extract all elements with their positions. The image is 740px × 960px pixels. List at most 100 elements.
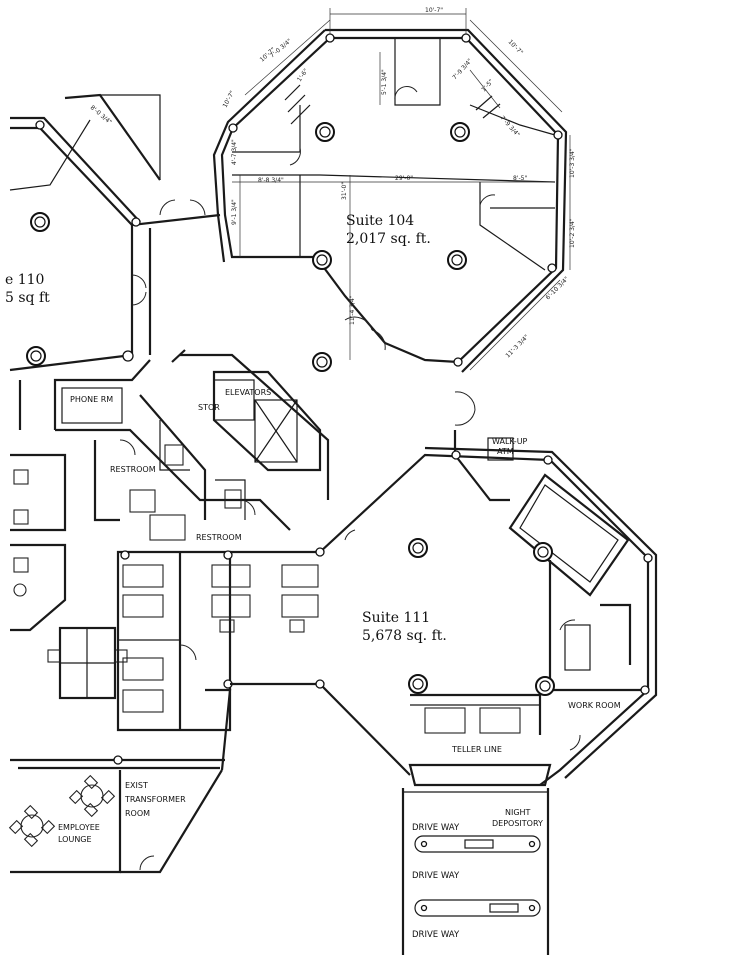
suite-110-hatch (100, 94, 161, 180)
door (131, 291, 147, 306)
chair (47, 649, 61, 663)
stor-label: STOR (198, 403, 220, 412)
bollard (420, 904, 428, 912)
dim-j: 8'-5" (513, 175, 527, 182)
suite-104-partition (469, 104, 556, 136)
suite-111-outer (424, 446, 658, 779)
dim-q: 11'-4 3/4" (349, 295, 356, 325)
offices-block (116, 550, 232, 732)
dim-k: 31'-0" (341, 182, 348, 200)
suite-111-name: Suite 111 (362, 610, 430, 626)
dim-d: 7'-9 3/4" (451, 57, 474, 81)
suite-104-columns (228, 33, 563, 372)
desk (122, 594, 164, 618)
suite-111-outline (230, 682, 411, 776)
suite-110-area: 5 sq ft (5, 290, 50, 306)
chair (13, 509, 29, 525)
dim-n: 10'-2 3/4" (569, 218, 576, 248)
drive-way-3: DRIVE WAY (412, 930, 460, 940)
door (569, 734, 581, 751)
elevator-car (254, 399, 298, 463)
node (315, 547, 325, 557)
core-wall (180, 353, 330, 500)
work-room-label: WORK ROOM (568, 701, 621, 710)
door (394, 86, 418, 101)
column (412, 542, 424, 554)
suite-104-partition (394, 38, 441, 106)
node (315, 679, 325, 689)
dim-o: 6'-10 3/4" (544, 275, 570, 301)
restroom-label-2: RESTROOM (196, 533, 242, 542)
elevator-x (254, 399, 298, 463)
teller-counter (410, 693, 542, 735)
night-label: NIGHT (505, 808, 531, 817)
door (179, 644, 197, 661)
elevators-label: ELEVATORS (225, 388, 271, 397)
door (189, 199, 206, 216)
door (119, 439, 136, 456)
door (159, 199, 176, 216)
core-wall (53, 359, 151, 430)
dim-left-upper: 10'-7" (222, 90, 237, 109)
suite-111-partition (600, 603, 632, 665)
phone-rm-label: PHONE RM (70, 395, 113, 404)
lounge-table (68, 774, 116, 818)
atm-box (487, 437, 514, 461)
teller-desk (424, 707, 466, 734)
door (289, 147, 301, 166)
teller-line-base (408, 763, 552, 787)
suite-110-name: e 110 (5, 272, 44, 288)
vault-inner (519, 484, 619, 583)
sink (149, 514, 186, 541)
toilet (224, 489, 242, 509)
desk (281, 564, 319, 588)
suite-104-partition (232, 174, 556, 183)
suite-104-name: Suite 104 (346, 213, 414, 229)
dim-m: 10'-3 3/4" (569, 148, 576, 178)
drive-through: DRIVE WAY DRIVE WAY DRIVE WAY NIGHT DEPO… (401, 788, 550, 955)
office-wall (10, 453, 67, 532)
dim-i: 29'-0" (395, 175, 413, 182)
dim-h: 8'-8 3/4" (258, 177, 284, 184)
teller-desk (479, 707, 521, 734)
restroom-partition (215, 479, 246, 520)
suite-110: e 110 5 sq ft (5, 93, 221, 372)
desk (122, 657, 164, 681)
suite-111: Suite 111 5,678 sq. ft. WALK-UP ATM WORK… (230, 391, 658, 787)
lounge-wall (10, 770, 122, 874)
door (239, 499, 256, 516)
dim-b: 1'-6" (296, 67, 310, 83)
suite-104-outline (220, 36, 560, 364)
exist-label: EXIST (125, 781, 148, 790)
suite-111-area: 5,678 sq. ft. (362, 628, 447, 644)
door (454, 391, 476, 411)
node (543, 455, 553, 465)
door (559, 619, 576, 631)
transformer-label: TRANSFORMER (124, 795, 186, 804)
node (640, 685, 650, 695)
drive-island (414, 835, 541, 853)
suite-104: 10'-7" 10'-7" 10'-7" 10'-7" 7'-0 3/4" 1'… (89, 7, 576, 373)
drive-island (414, 899, 541, 917)
teller-line-label: TELLER LINE (451, 745, 502, 754)
restroom-label-1: RESTROOM (110, 465, 156, 474)
bollard (420, 840, 428, 848)
office-wall (10, 543, 67, 632)
dim-top: 10'-7" (425, 7, 443, 14)
core-wall (171, 349, 186, 363)
desk (122, 689, 164, 713)
desk (211, 594, 251, 618)
dim-c: 5'-1 3/4" (381, 69, 388, 95)
node (35, 120, 45, 130)
drive-way-1: DRIVE WAY (412, 823, 460, 833)
chair (114, 649, 128, 663)
chair (13, 583, 27, 597)
door (131, 274, 147, 289)
node (113, 755, 123, 765)
lounge-table (8, 804, 56, 848)
node (122, 350, 134, 362)
column (30, 350, 42, 362)
atm-vestibule (453, 430, 510, 502)
column (539, 680, 551, 692)
node (131, 217, 141, 227)
